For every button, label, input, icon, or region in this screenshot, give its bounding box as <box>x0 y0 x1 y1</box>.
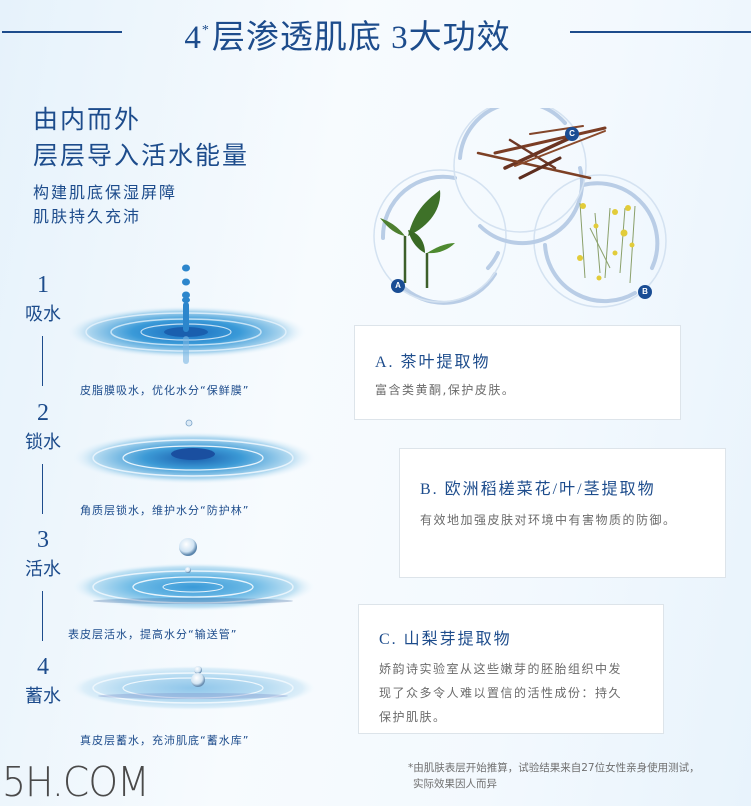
step-3-number: 3 <box>37 527 49 553</box>
step-2-caption: 角质层锁水，维护水分“防护林” <box>80 504 250 517</box>
step-3-label: 活水 <box>25 559 61 580</box>
water-ripple-icon-3 <box>68 535 318 615</box>
water-ripple-icon-1 <box>68 262 318 372</box>
ingredient-card-b: B. 欧洲稻槎菜花/叶/茎提取物 有效地加强皮肤对环境中有害物质的防御。 <box>399 448 726 578</box>
step-connector <box>42 336 43 386</box>
card-a-body: 富含类黄酮,保护皮肤。 <box>375 378 515 402</box>
ingredient-card-c: C. 山梨芽提取物 娇韵诗实验室从这些嫩芽的胚胎组织中发 现了众多令人难以置信的… <box>358 604 664 734</box>
water-ripple-icon-2 <box>68 410 318 490</box>
step-3-caption: 表皮层活水，提高水分“输送管” <box>68 628 238 641</box>
card-c-body-line: 保护肌肤。 <box>379 710 447 724</box>
title-asterisk: * <box>201 23 210 38</box>
card-a-title: A. 茶叶提取物 <box>375 354 491 371</box>
step-4-number: 4 <box>37 654 49 680</box>
footnote-line-2: 实际效果因人而异 <box>413 778 497 790</box>
step-1-label: 吸水 <box>25 304 61 325</box>
ingredient-card-a: A. 茶叶提取物 富含类黄酮,保护皮肤。 <box>354 325 681 420</box>
ingredients-graphic: A B C <box>370 99 670 308</box>
card-a-body-line: 富含类黄酮,保护皮肤。 <box>375 383 516 397</box>
intro-headline-1: 由内而外 <box>33 105 142 134</box>
footnote-line-1: *由肌肤表层开始推算，试验结果来自27位女性亲身使用测试， <box>408 762 700 774</box>
step-1-number: 1 <box>37 272 49 298</box>
step-2-label: 锁水 <box>25 432 61 453</box>
card-c-body-line: 娇韵诗实验室从这些嫩芽的胚胎组织中发 <box>379 662 623 676</box>
card-b-title: B. 欧洲稻槎菜花/叶/茎提取物 <box>420 481 656 498</box>
header-rule-left <box>2 31 122 33</box>
watermark-logo: 5H.COM <box>2 758 150 806</box>
intro-sub-1: 构建肌底保湿屏障 <box>33 183 178 202</box>
page-title: 4*层渗透肌底 3大功效 <box>130 10 565 58</box>
step-connector <box>42 591 43 641</box>
card-b-body: 有效地加强皮肤对环境中有害物质的防御。 <box>420 508 677 532</box>
title-number: 4 <box>184 20 202 56</box>
water-ripple-icon-4 <box>68 660 318 730</box>
footnote: *由肌肤表层开始推算，试验结果来自27位女性亲身使用测试， 实际效果因人而异 <box>408 760 700 792</box>
intro-headline-2: 层层导入活水能量 <box>33 141 250 170</box>
badge-b: B <box>638 285 652 299</box>
hawkweed-flowers-image <box>577 202 636 284</box>
mountain-pear-buds-image <box>476 125 607 180</box>
step-4-label: 蓄水 <box>25 686 61 707</box>
step-2-number: 2 <box>37 400 49 426</box>
badge-c: C <box>565 127 579 141</box>
intro-sub-2: 肌肤持久充沛 <box>33 207 142 226</box>
badge-a: A <box>391 279 405 293</box>
step-4-caption: 真皮层蓄水，充沛肌底“蓄水库” <box>80 734 250 747</box>
title-text: 层渗透肌底 3大功效 <box>211 20 511 56</box>
card-c-body-line: 现了众多令人难以置信的活性成份：持久 <box>379 686 623 700</box>
tea-leaf-image <box>380 190 455 288</box>
card-c-title: C. 山梨芽提取物 <box>379 631 512 648</box>
header-rule-right <box>570 31 751 33</box>
step-1-caption: 皮脂膜吸水，优化水分“保鲜膜” <box>80 384 250 397</box>
card-c-body: 娇韵诗实验室从这些嫩芽的胚胎组织中发 现了众多令人难以置信的活性成份：持久 保护… <box>379 657 622 729</box>
card-b-body-line: 有效地加强皮肤对环境中有害物质的防御。 <box>420 513 677 527</box>
step-connector <box>42 464 43 514</box>
